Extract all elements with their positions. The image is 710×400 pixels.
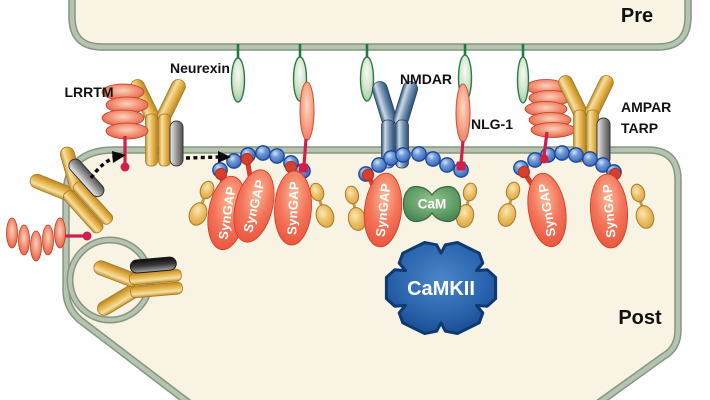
tarp-label: TARP: [621, 120, 658, 136]
psd-bead: [371, 157, 387, 173]
syngap-neck: [361, 168, 375, 182]
psd-bead: [226, 153, 242, 169]
presynaptic-membrane: [68, 0, 692, 51]
neurexin-label: Neurexin: [170, 60, 230, 76]
scaffold-dumbbell: [455, 182, 478, 228]
psd-bead: [582, 151, 598, 167]
psd-bead: [568, 147, 584, 163]
neuroligin-icon: [299, 81, 315, 141]
psd-bead: [269, 148, 285, 164]
syngap-oval: [233, 169, 275, 243]
scaffold-proteins: [188, 180, 655, 231]
lrrtm-coil: [524, 79, 576, 138]
presynaptic-terminal: [68, 0, 692, 51]
scaffold-dumbbell: [344, 185, 367, 231]
psd-bead: [554, 145, 570, 161]
syngap-oval: [363, 172, 403, 248]
psd-bead: [395, 147, 411, 163]
psd-bead: [595, 157, 611, 173]
post-label: Post: [618, 307, 662, 329]
neurexin-icon: [516, 44, 530, 104]
trafficking-arrows: [89, 151, 231, 179]
ampar-receptor-in-vesicle: [90, 251, 185, 319]
psd-bead: [425, 151, 441, 167]
pre-label: Pre: [621, 5, 653, 27]
syngap-label: SynGAP: [284, 181, 302, 236]
arrow-straight: [185, 155, 219, 160]
nmdar-label: NMDAR: [400, 71, 452, 87]
ampar-label: AMPAR: [621, 99, 671, 115]
ampar-receptor-internalizing: [23, 140, 129, 248]
psd-bead: [411, 146, 427, 162]
tarp-subunit: [129, 256, 177, 274]
syngap-neck: [214, 167, 228, 181]
lrrtm-coil: [101, 83, 149, 140]
nlg1-label: NLG-1: [471, 116, 513, 132]
syngap-oval: [274, 170, 312, 246]
scaffold-dumbbell: [188, 180, 215, 226]
syngap-neck: [517, 165, 531, 179]
cam-molecule: CaM: [402, 185, 462, 223]
scaffold-dumbbell: [630, 183, 655, 229]
neuroligin-icon: [455, 83, 471, 143]
camkii-gear-shape: [384, 241, 498, 335]
neurexin-molecules: [230, 44, 473, 103]
syngap-molecules: SynGAP SynGAP SynGAP SynGAP SynGAP SynGA…: [207, 169, 629, 251]
syngap-oval: [589, 173, 629, 249]
syngap-neck: [240, 152, 254, 166]
diagram-labels: Pre Post Neurexin LRRTM NMDAR NLG-1 AMPA…: [65, 5, 672, 329]
tarp-subunit: [68, 158, 105, 198]
lrrtm-coil-horizontal: [6, 217, 66, 262]
scaffold-dumbbell: [497, 181, 521, 227]
psd-bead: [439, 157, 455, 173]
syngap-label: SynGAP: [600, 184, 619, 239]
camkii-label: CaMKII: [407, 278, 475, 300]
camkii-holoenzyme: CaMKII: [384, 241, 498, 335]
cam-label: CaM: [418, 197, 447, 212]
neurexin-icon: [359, 44, 375, 102]
lrrtm-label: LRRTM: [65, 84, 114, 100]
tarp-subunit: [169, 120, 184, 167]
syngap-oval: [527, 172, 567, 248]
neurexin-icon: [230, 44, 246, 103]
syngap-label: SynGAP: [373, 182, 394, 237]
adhesion-stems: [58, 131, 549, 241]
psd-bead: [255, 145, 271, 161]
